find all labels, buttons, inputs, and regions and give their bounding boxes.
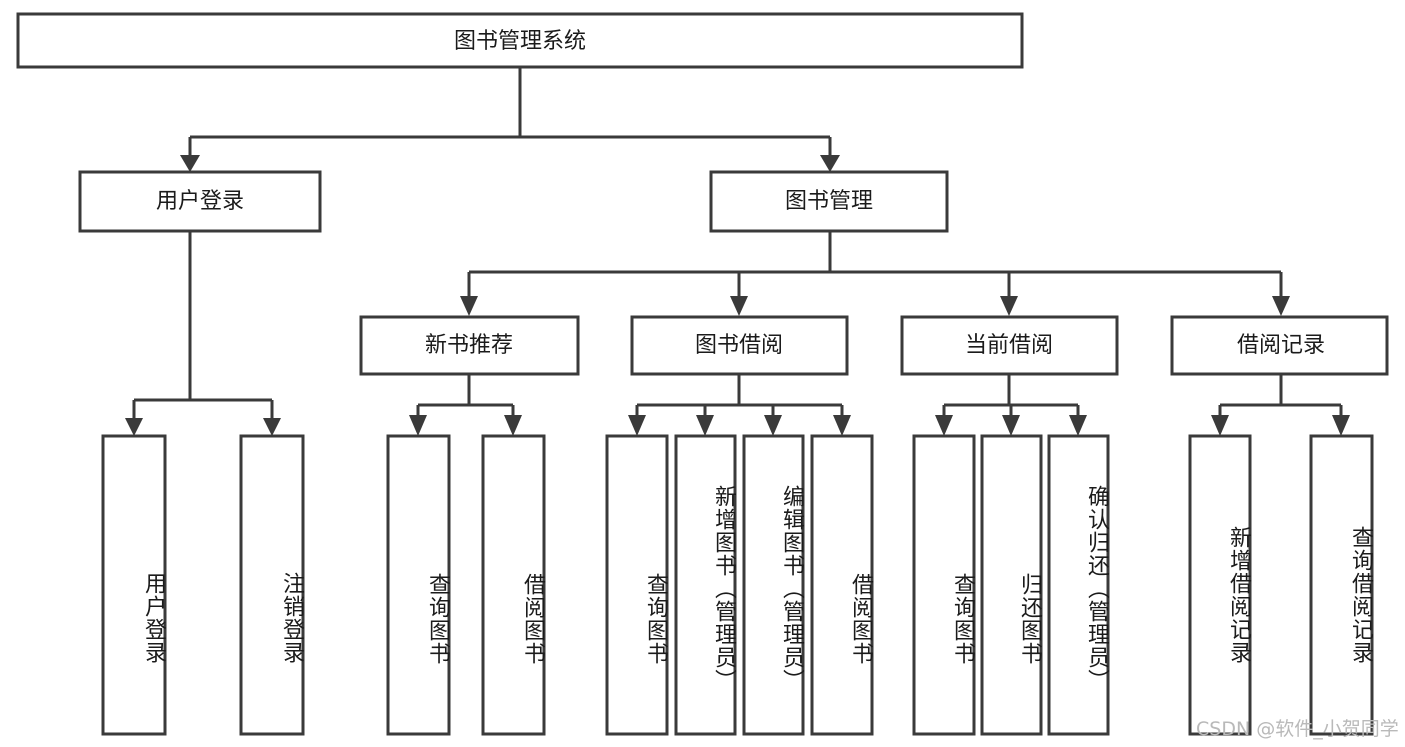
- node-leaf-query-book-3-box[interactable]: [912, 434, 976, 736]
- arrowhead-leaf-edit-book: [764, 415, 782, 436]
- arrowhead-leaf-confirm-return: [1069, 415, 1087, 436]
- node-leaf-borrow-book-1-box[interactable]: [481, 434, 546, 736]
- node-current-borrow-label: 当前借阅: [965, 333, 1053, 358]
- arrowhead-leaf-add-book: [696, 415, 714, 436]
- arrowhead-leaf-borrow-book-1: [504, 415, 522, 436]
- arrowhead-leaf-user-logout: [263, 418, 281, 436]
- node-leaf-query-book-2-box[interactable]: [605, 434, 669, 736]
- arrowhead-leaf-return-book: [1002, 415, 1020, 436]
- node-leaf-borrow-book-2-box[interactable]: [810, 434, 874, 736]
- arrowhead-new-book-recommend: [460, 296, 478, 316]
- node-book-management-box[interactable]: [709, 170, 949, 233]
- arrowhead-current-borrow: [1000, 296, 1018, 316]
- node-book-borrow[interactable]: 图书借阅: [630, 315, 849, 376]
- connector-layer: [125, 67, 1350, 436]
- node-book-borrow-label: 图书借阅: [695, 333, 783, 358]
- node-leaf-edit-book-box[interactable]: [742, 434, 805, 736]
- arrowhead-leaf-query-book-3: [935, 415, 953, 436]
- node-leaf-query-book-1-box[interactable]: [386, 434, 451, 736]
- node-leaf-query-record-box[interactable]: [1309, 434, 1374, 736]
- arrowhead-book-management: [820, 155, 840, 172]
- node-book-management[interactable]: 图书管理: [709, 170, 949, 233]
- arrowhead-leaf-query-record: [1332, 415, 1350, 436]
- arrowhead-leaf-query-book-1: [409, 415, 427, 436]
- node-borrow-record-label: 借阅记录: [1237, 333, 1325, 358]
- arrowhead-leaf-user-login: [125, 418, 143, 436]
- node-leaf-add-book-box[interactable]: [674, 434, 737, 736]
- node-current-borrow[interactable]: 当前借阅: [900, 315, 1119, 376]
- node-current-borrow-box[interactable]: [900, 315, 1119, 376]
- arrowhead-book-borrow: [730, 296, 748, 316]
- node-book-management-label: 图书管理: [785, 189, 873, 214]
- node-leaf-return-book-box[interactable]: [980, 434, 1043, 736]
- node-new-book-recommend-box[interactable]: [359, 315, 580, 376]
- node-root[interactable]: 图书管理系统: [16, 12, 1024, 69]
- node-borrow-record[interactable]: 借阅记录: [1170, 315, 1389, 376]
- node-user-login-label: 用户登录: [156, 189, 244, 214]
- arrowhead-leaf-borrow-book-2: [833, 415, 851, 436]
- csdn-watermark: CSDN @软件_小贺同学: [1196, 718, 1399, 740]
- arrowhead-leaf-add-record: [1211, 415, 1229, 436]
- arrowhead-borrow-record: [1272, 296, 1290, 316]
- node-leaf-user-login-box[interactable]: [101, 434, 167, 736]
- arrowhead-leaf-query-book-2: [628, 415, 646, 436]
- node-user-login[interactable]: 用户登录: [78, 170, 322, 233]
- node-root-box[interactable]: [16, 12, 1024, 69]
- node-book-borrow-box[interactable]: [630, 315, 849, 376]
- node-borrow-record-box[interactable]: [1170, 315, 1389, 376]
- node-leaf-user-logout-box[interactable]: [239, 434, 305, 736]
- node-new-book-recommend-label: 新书推荐: [425, 333, 513, 358]
- node-leaf-confirm-return-box[interactable]: [1047, 434, 1110, 736]
- arrowhead-user-login: [180, 155, 200, 172]
- node-root-label: 图书管理系统: [454, 29, 586, 54]
- node-leaf-add-record-box[interactable]: [1188, 434, 1252, 736]
- node-user-login-box[interactable]: [78, 170, 322, 233]
- node-new-book-recommend[interactable]: 新书推荐: [359, 315, 580, 376]
